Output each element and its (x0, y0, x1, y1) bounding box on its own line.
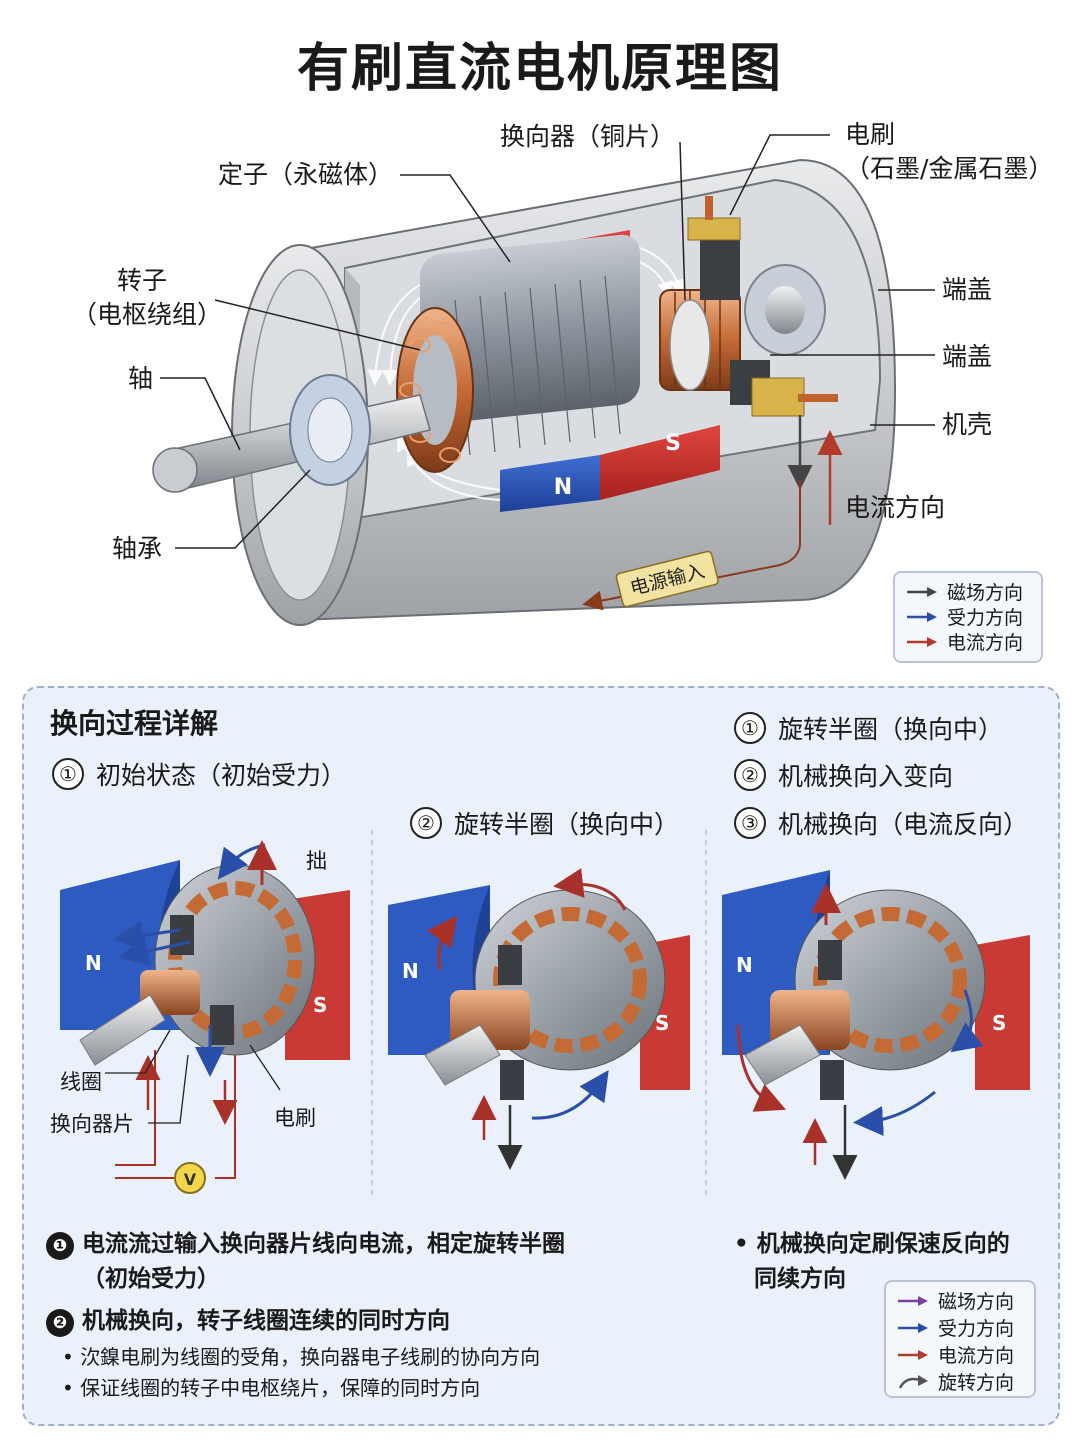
label-end-cap-top: 端盖 (942, 275, 993, 304)
stator-n-bottom: N (554, 475, 572, 500)
right-step-3: ③ 机械换向（电流反向） (734, 805, 1028, 841)
step-2-text: 旋转半圈（换向中） (454, 810, 680, 839)
voltmeter (174, 1162, 206, 1194)
note-right-line-2: 同续方向 (754, 1266, 846, 1292)
step-2-number: ② (410, 807, 442, 839)
label-rotor: 转子 (116, 266, 167, 295)
note-2: ❷ 机械换向，转子线圈连续的同时方向 (46, 1303, 450, 1339)
stage-2-figure: N S (388, 868, 690, 1170)
stage3-s: S (992, 1011, 1006, 1035)
legend2-label-force: 受力方向 (938, 1318, 1015, 1340)
note-1-text: 电流流过输入换向器片线向电流，相定旋转半圈 (82, 1231, 565, 1257)
note-1-number: ❶ (46, 1232, 74, 1260)
stage-3-figure: N S (722, 870, 1030, 1180)
stage1-n: N (85, 951, 102, 975)
legend2-item-force: 受力方向 (896, 1314, 1024, 1341)
legend-label-field: 磁场方向 (947, 582, 1024, 604)
note-2-number: ❷ (46, 1309, 74, 1337)
leader-lines (160, 134, 935, 549)
step-2-heading: ② 旋转半圈（换向中） (410, 805, 679, 841)
right-step-2: ② 机械换向入变向 (734, 757, 953, 793)
note-2-text: 机械换向，转子线圈连续的同时方向 (82, 1308, 450, 1334)
stage2-s: S (655, 1011, 669, 1035)
magnetic-field-lines (367, 244, 685, 501)
label-brush-material: （石墨/金属石墨） (845, 154, 1054, 183)
legend2-label-rotation: 旋转方向 (938, 1372, 1015, 1394)
step-1-text: 初始状态（初始受力） (96, 761, 347, 790)
label-stator: 定子（永磁体） (218, 160, 394, 189)
legend-item-current: 电流方向 (905, 629, 1031, 654)
page-title: 有刷直流电机原理图 (296, 39, 783, 99)
legend2-item-rotation: 旋转方向 (896, 1368, 1024, 1395)
note-bullet-1: • 㳄鎳电刷为线圈的受角，换向器电子线刷的协向方向 (62, 1345, 541, 1369)
note-1-sub: （初始受力） (82, 1266, 220, 1292)
label-bearing: 轴承 (112, 534, 163, 563)
label-current-direction: 电流方向 (845, 493, 946, 522)
stator-s-bottom: S (665, 431, 681, 456)
right-step-1-number: ① (734, 712, 766, 744)
commutator (659, 289, 741, 391)
label-shaft: 轴 (128, 364, 154, 393)
rear-shaft (765, 286, 805, 334)
label-brush: 电刷 (845, 120, 896, 149)
legend-bottom: 磁场方向 受力方向 电流方向 旋转方向 (884, 1280, 1036, 1398)
right-step-2-number: ② (734, 759, 766, 791)
label-housing: 机壳 (942, 410, 993, 439)
legend2-item-current: 电流方向 (896, 1341, 1024, 1368)
right-step-1: ① 旋转半圈（换向中） (734, 710, 1003, 746)
fig1-label-commutator-seg: 换向器片 (50, 1112, 134, 1136)
step-1-heading: ① 初始状态（初始受力） (52, 756, 346, 792)
legend-item-field: 磁场方向 (905, 579, 1031, 604)
right-step-2-text: 机械换向入变向 (778, 762, 954, 791)
stage-1-figure: N S V (60, 840, 350, 1194)
front-bearing (289, 374, 371, 486)
legend2-label-field: 磁场方向 (938, 1291, 1015, 1313)
stage3-n: N (736, 953, 753, 977)
right-step-3-number: ③ (734, 807, 766, 839)
legend-label-force: 受力方向 (947, 607, 1024, 629)
brush-assembly (687, 196, 838, 417)
step-1-number: ① (52, 758, 84, 790)
legend-top: 磁场方向 受力方向 电流方向 (893, 571, 1043, 663)
legend2-label-current: 电流方向 (938, 1345, 1015, 1367)
fig1-label-top: 拙 (306, 849, 327, 873)
note-right-line-1: • 机械换向定刷保速反向的 (734, 1231, 1010, 1257)
legend2-item-field: 磁场方向 (896, 1287, 1024, 1314)
commutation-stage-figures: N S V N S (60, 830, 1030, 1200)
current-wires (582, 415, 843, 611)
stage2-n: N (402, 959, 419, 983)
note-bullet-2: • 保证线圈的转子中电枢绕片，保障的同时方向 (62, 1376, 481, 1400)
motor-cutaway-illustration: N S N S (152, 134, 935, 626)
fig1-label-brush: 电刷 (274, 1106, 316, 1130)
right-step-3-text: 机械换向（电流反向） (778, 810, 1029, 839)
label-end-cap-mid: 端盖 (942, 342, 993, 371)
stage1-s: S (313, 993, 327, 1017)
label-rotor-armature: （电枢绕组） (72, 300, 223, 329)
legend-item-force: 受力方向 (905, 604, 1031, 629)
right-step-1-text: 旋转半圈（换向中） (778, 715, 1004, 744)
note-1: ❶ 电流流过输入换向器片线向电流，相定旋转半圈 (46, 1226, 565, 1262)
fig1-label-coil: 线圈 (60, 1070, 102, 1094)
voltmeter-label: V (184, 1170, 197, 1189)
panel-title: 换向过程详解 (50, 707, 219, 740)
label-commutator: 换向器（铜片） (500, 122, 676, 151)
legend-label-current: 电流方向 (947, 632, 1024, 654)
